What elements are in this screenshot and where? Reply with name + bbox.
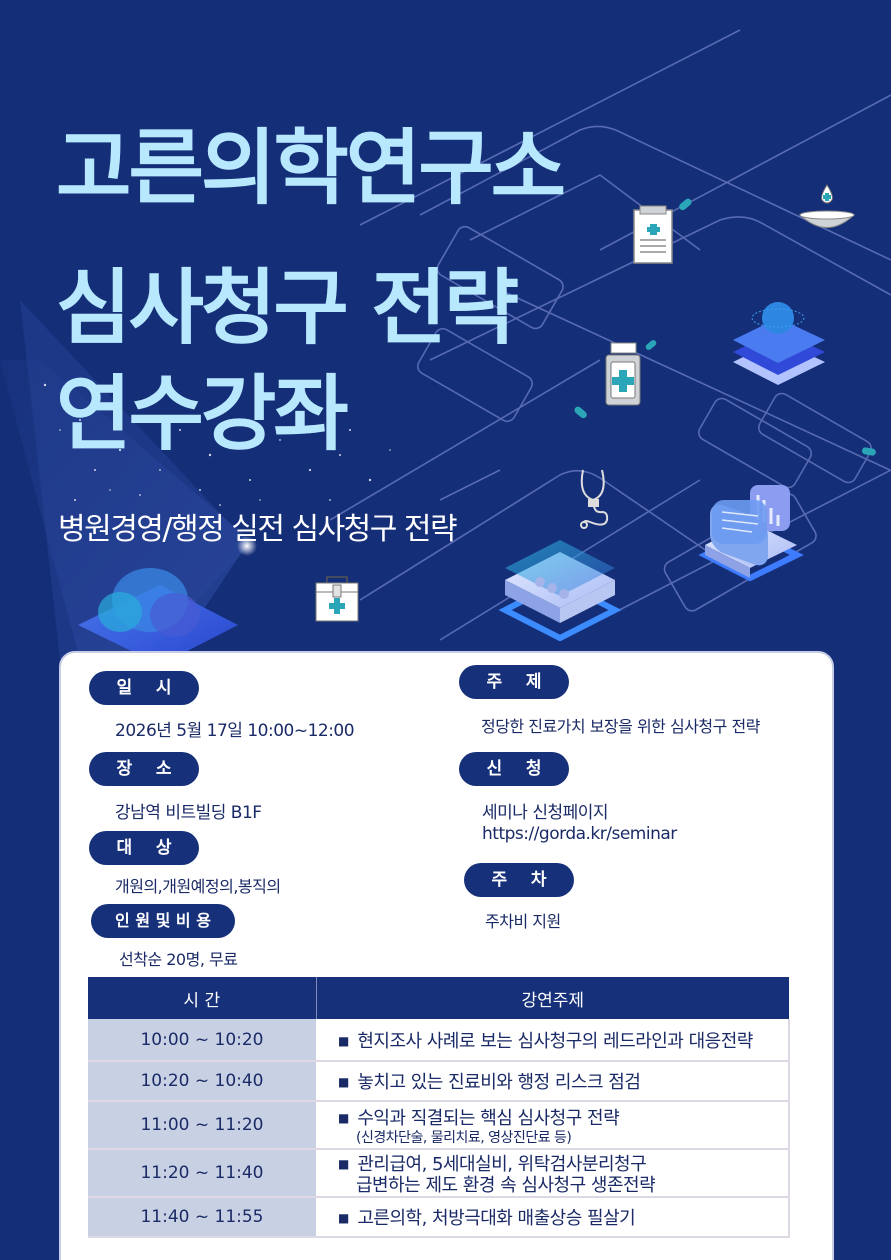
medicine-bowl-icon [798,184,856,228]
label-parking: 주 차 [464,863,574,897]
bullet-icon: ■ [338,1157,350,1171]
value-capacity-fee: 선착순 20명, 무료 [119,950,238,969]
label-apply: 신 청 [459,752,569,786]
chat-chart-platform-icon [698,485,804,582]
hero-banner: 고른의학연구소 심사청구 전략 연수강좌 병원경영/행정 실전 심사청구 전략 [0,29,891,660]
schedule-table: 시 간 강연주제 10:00 ~ 10:20 ■현지조사 사례로 보는 심사청구… [88,977,790,1238]
value-date: 2026년 5월 17일 10:00~12:00 [115,721,355,741]
schedule-header-row: 시 간 강연주제 [88,977,789,1019]
row-topic: ■관리급여, 5세대실비, 위탁검사분리청구 급변하는 제도 환경 속 심사청구… [316,1149,790,1198]
row-time: 11:40 ~ 11:55 [88,1197,316,1238]
medicine-bottle-icon [605,342,641,406]
value-apply-page: 세미나 신청페이지 [482,803,609,823]
label-venue: 장 소 [89,752,199,786]
stethoscope-icon [580,469,609,529]
pill-capsule-icon [574,198,876,456]
value-topic: 정당한 진료가치 보장을 위한 심사청구 전략 [481,717,760,736]
document-platform-icon [498,540,622,642]
table-row: 11:40 ~ 11:55 ■고른의학, 처방극대화 매출상승 필살기 [88,1197,790,1238]
clipboard-icon [633,205,673,264]
value-venue: 강남역 비트빌딩 B1F [115,803,262,823]
cloud-platform-icon [78,568,238,660]
header-topic: 강연주제 [316,977,789,1019]
apply-link[interactable]: https://gorda.kr/seminar [482,824,677,844]
header-time: 시 간 [88,977,317,1019]
row-time: 10:00 ~ 10:20 [88,1019,316,1062]
table-row: 11:20 ~ 11:40 ■관리급여, 5세대실비, 위탁검사분리청구 급변하… [88,1149,790,1198]
row-time: 11:20 ~ 11:40 [88,1149,316,1198]
row-time: 11:00 ~ 11:20 [88,1101,316,1150]
label-topic: 주 제 [459,665,569,699]
globe-platform-icon [733,302,825,385]
row-topic: ■고른의학, 처방극대화 매출상승 필살기 [316,1197,790,1238]
subtitle: 병원경영/행정 실전 심사청구 전략 [58,512,458,547]
table-row: 10:20 ~ 10:40 ■놓치고 있는 진료비와 행정 리스크 점검 [88,1061,790,1102]
bullet-icon: ■ [338,1111,350,1125]
first-aid-kit-icon [315,576,359,622]
value-audience: 개원의,개원예정의,봉직의 [115,877,281,896]
background-graphics [0,29,891,660]
bullet-icon: ■ [338,1075,350,1089]
row-topic: ■현지조사 사례로 보는 심사청구의 레드라인과 대응전략 [316,1019,790,1062]
row-topic-line2: 급변하는 제도 환경 속 심사청구 생존전략 [356,1175,656,1196]
value-parking: 주차비 지원 [485,912,561,931]
table-row: 10:00 ~ 10:20 ■현지조사 사례로 보는 심사청구의 레드라인과 대… [88,1019,790,1062]
title-course-line2: 연수강좌 [56,367,349,462]
title-course-line1: 심사청구 전략 [56,261,519,356]
bullet-icon: ■ [338,1211,350,1225]
row-topic: ■수익과 직결되는 핵심 심사청구 전략 (신경차단술, 물리치료, 영상진단료… [316,1101,790,1150]
label-date: 일 시 [89,671,199,705]
title-organization: 고른의학연구소 [56,121,566,216]
row-topic: ■놓치고 있는 진료비와 행정 리스크 점검 [316,1061,790,1102]
row-topic-detail: (신경차단술, 물리치료, 영상진단료 등) [356,1130,572,1146]
row-time: 10:20 ~ 10:40 [88,1061,316,1102]
label-capacity-fee: 인 원 및 비 용 [91,904,235,938]
table-row: 11:00 ~ 11:20 ■수익과 직결되는 핵심 심사청구 전략 (신경차단… [88,1101,790,1150]
label-audience: 대 상 [89,831,199,865]
bullet-icon: ■ [338,1033,350,1048]
